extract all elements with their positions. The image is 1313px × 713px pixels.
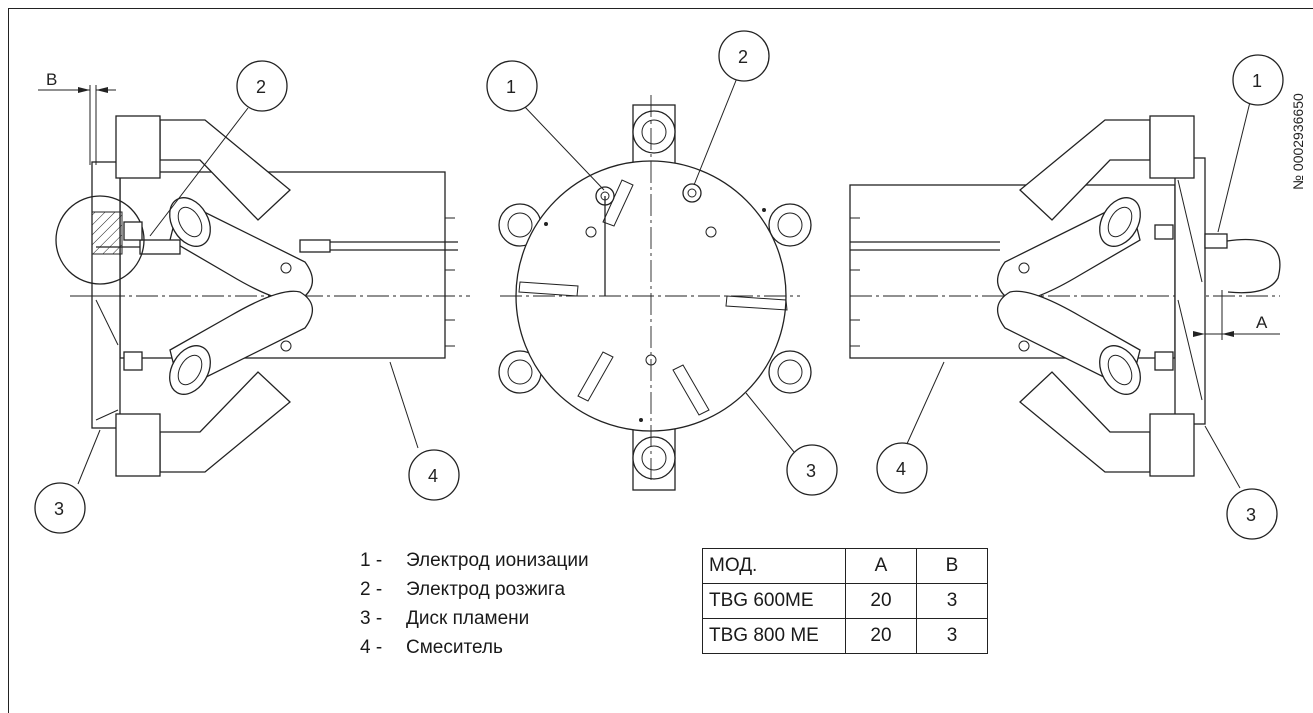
callout-3-left: 3 bbox=[54, 499, 64, 519]
legend-text: Электрод ионизации bbox=[406, 550, 589, 571]
front-view: 1 2 3 bbox=[486, 30, 838, 496]
dimension-a-label: A bbox=[1256, 313, 1268, 332]
callout-4-left: 4 bbox=[428, 466, 438, 486]
spec-header-a: A bbox=[845, 548, 917, 584]
spec-cell-model: TBG 600ME bbox=[702, 583, 846, 619]
table-row: TBG 800 ME 20 3 bbox=[702, 618, 988, 654]
legend-text: Диск пламени bbox=[406, 608, 530, 629]
legend-number: 4 - bbox=[360, 637, 383, 658]
legend-text: Электрод розжига bbox=[406, 579, 566, 600]
spec-header-row: МОД. A B bbox=[702, 548, 988, 584]
legend-number: 3 - bbox=[360, 608, 383, 629]
legend-text: Смеситель bbox=[406, 637, 503, 658]
legend: 1 - Электрод ионизации 2 - Электрод розж… bbox=[360, 546, 589, 662]
spec-cell-b: 3 bbox=[916, 583, 988, 619]
drawing-frame bbox=[8, 8, 1313, 713]
callout-1-front: 1 bbox=[506, 77, 516, 97]
spec-cell-a: 20 bbox=[845, 618, 917, 654]
legend-item: 3 - Диск пламени bbox=[360, 604, 589, 633]
dimension-b-label: B bbox=[46, 70, 57, 89]
spec-table: МОД. A B TBG 600ME 20 3 TBG 800 ME 20 3 bbox=[702, 548, 988, 654]
callout-3-right: 3 bbox=[1246, 505, 1256, 525]
callout-4-right: 4 bbox=[896, 459, 906, 479]
legend-item: 2 - Электрод розжига bbox=[360, 575, 589, 604]
legend-item: 1 - Электрод ионизации bbox=[360, 546, 589, 575]
left-side-view: B 2 3 4 bbox=[34, 60, 470, 534]
callout-2-front: 2 bbox=[738, 47, 748, 67]
callout-1-right: 1 bbox=[1252, 71, 1262, 91]
spec-header-b: B bbox=[916, 548, 988, 584]
spec-cell-model: TBG 800 ME bbox=[702, 618, 846, 654]
document-number: № 0002936650 bbox=[1290, 93, 1306, 190]
table-row: TBG 600ME 20 3 bbox=[702, 583, 988, 619]
right-side-view: A 1 4 3 bbox=[849, 54, 1284, 540]
callout-3-front: 3 bbox=[806, 461, 816, 481]
spec-cell-b: 3 bbox=[916, 618, 988, 654]
legend-number: 1 - bbox=[360, 550, 383, 571]
spec-cell-a: 20 bbox=[845, 583, 917, 619]
legend-item: 4 - Смеситель bbox=[360, 633, 589, 662]
callout-2-left: 2 bbox=[256, 77, 266, 97]
legend-number: 2 - bbox=[360, 579, 383, 600]
spec-header-model: МОД. bbox=[702, 548, 846, 584]
